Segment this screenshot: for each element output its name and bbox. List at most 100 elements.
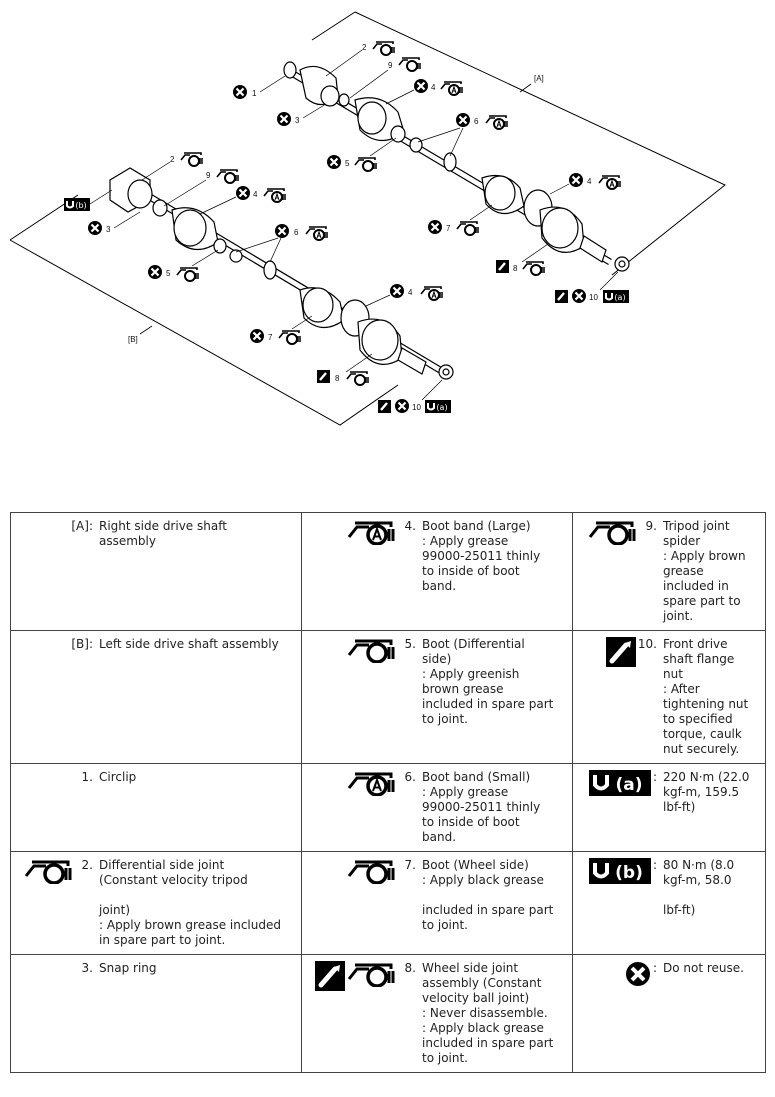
legend-item-description: Snap ring — [99, 961, 157, 975]
callout-b-8: 8 — [335, 374, 340, 383]
legend-item-number: 1. — [81, 770, 93, 784]
caulk-icon — [314, 961, 345, 995]
callout-a-8: 8 — [513, 264, 518, 273]
legend-cell: (a):220 N·m (22.0 kgf-m, 159.5 lbf-ft) — [572, 763, 766, 852]
legend-cell: 9. Tripod joint spider : Apply brown grea… — [572, 512, 766, 631]
legend-symbol: 2. — [15, 858, 93, 888]
callout-a-3: 3 — [295, 116, 300, 125]
legend-symbol: 1. — [15, 770, 93, 785]
legend-cell: 2. Differential side joint (Constant velo… — [10, 851, 302, 955]
legend-cell: 10. Front drive shaft flange nut : After … — [572, 630, 766, 764]
grease-icon — [347, 961, 403, 991]
legend-row: [A]: Right side drive shaft assembly 4.Boo… — [10, 512, 766, 631]
callout-b-7: 7 — [268, 333, 273, 342]
legend-cell: 5. Boot (Differential side) : Apply green… — [301, 630, 573, 764]
torque-a-icon: (a) — [588, 770, 651, 800]
callout-a-7: 7 — [446, 224, 451, 233]
assembly-label-a: [A] — [534, 74, 544, 83]
legend-cell: 7. Boot (Wheel side) : Apply black grease… — [301, 851, 573, 955]
legend-cell: 8. Wheel side joint assembly (Constant ve… — [301, 954, 573, 1073]
legend-item-description: Right side drive shaft assembly — [99, 519, 227, 548]
legend-cell: [B]: Left side drive shaft assembly — [10, 630, 302, 764]
legend-item-number: 9. — [645, 519, 657, 533]
drive-shaft-a — [283, 61, 630, 272]
legend-item-number: 10. — [637, 637, 657, 651]
legend-item-number: 3. — [81, 961, 93, 975]
legend-row: [B]: Left side drive shaft assembly 5. Boot… — [10, 630, 766, 764]
legend-symbol: 4. — [306, 519, 416, 549]
legend-item-description: Boot band (Large) : Apply grease 99000-2… — [422, 519, 541, 593]
grease-icon — [347, 637, 403, 667]
legend-symbol: 8. — [306, 961, 416, 995]
legend-item-description: 80 N·m (8.0 kgf-m, 58.0 lbf-ft) — [663, 858, 735, 917]
callout-b-5: 5 — [166, 269, 171, 278]
legend-item-description: Left side drive shaft assembly — [99, 637, 279, 651]
callout-b-10: 10 — [412, 403, 421, 412]
svg-text:(b): (b) — [615, 863, 643, 883]
do-not-reuse-icon — [625, 961, 651, 991]
caulk-icon — [605, 637, 636, 671]
legend-item-description: Differential side joint (Constant veloci… — [99, 858, 281, 947]
grease-icon — [588, 519, 644, 549]
legend-item-description: Wheel side joint assembly (Constant velo… — [422, 961, 554, 1065]
legend-item-description: Boot (Differential side) : Apply greenis… — [422, 637, 554, 726]
legend-item-number: [A]: — [71, 519, 93, 533]
legend-item-description: 220 N·m (22.0 kgf-m, 159.5 lbf-ft) — [663, 770, 750, 814]
legend-symbol: : — [577, 961, 657, 991]
callout-a-5: 5 — [345, 159, 350, 168]
legend-symbol: 3. — [15, 961, 93, 976]
callout-b-9: 9 — [206, 171, 211, 180]
callouts-assembly-b: 2 9 3 4 5 6 4 7 8 10 — [63, 152, 452, 415]
legend-symbol: 5. — [306, 637, 416, 667]
callout-a-2: 2 — [362, 43, 367, 52]
callout-b-2: 2 — [170, 155, 175, 164]
callout-a-4: 4 — [431, 83, 436, 92]
legend-cell: (b):80 N·m (8.0 kgf-m, 58.0 lbf-ft) — [572, 851, 766, 955]
legend-cell: : Do not reuse. — [572, 954, 766, 1073]
callout-b-3: 3 — [106, 225, 111, 234]
legend-symbol: 9. — [577, 519, 657, 549]
legend-symbol: [B]: — [15, 637, 93, 652]
legend-item-description: Front drive shaft flange nut : After tig… — [663, 637, 749, 756]
legend-row: 1. Circlip 6. Boot band (Small) : Apply gre… — [10, 763, 766, 852]
assembly-label-b: [B] — [128, 335, 138, 344]
legend-item-number: 5. — [404, 637, 416, 651]
legend-symbol: 7. — [306, 858, 416, 888]
legend-symbol: 6. — [306, 770, 416, 800]
legend-item-number: : — [652, 858, 657, 872]
grease-icon — [347, 858, 403, 888]
legend-item-description: Tripod joint spider : Apply brown grease… — [663, 519, 746, 623]
exploded-drive-shaft-diagram: (a) (b) [A] [B] — [9, 11, 726, 426]
legend-item-description: Circlip — [99, 770, 137, 784]
grease-a-icon — [347, 770, 403, 800]
callout-a-10: 10 — [589, 293, 598, 302]
grease-a-icon — [347, 519, 403, 549]
legend-item-number: : — [652, 770, 657, 784]
legend-item-number: 6. — [404, 770, 416, 784]
legend-row: 2. Differential side joint (Constant velo… — [10, 851, 766, 955]
callout-b-4b: 4 — [408, 288, 413, 297]
legend-cell: [A]: Right side drive shaft assembly — [10, 512, 302, 631]
callout-a-9: 9 — [388, 61, 393, 70]
legend-symbol: (b): — [577, 858, 657, 888]
legend-item-number: 7. — [404, 858, 416, 872]
svg-text:(a): (a) — [615, 775, 642, 795]
callouts-assembly-a: 1 2 3 9 4 5 6 4 7 8 — [231, 41, 630, 305]
callout-b-4: 4 — [253, 190, 258, 199]
legend-item-description: Do not reuse. — [663, 961, 744, 975]
legend-row: 3. Snap ring 8. Wheel side joint assembly (… — [10, 954, 766, 1073]
callout-a-4b: 4 — [587, 177, 592, 186]
legend-cell: 3. Snap ring — [10, 954, 302, 1073]
legend-symbol: 10. — [577, 637, 657, 671]
legend-item-number: [B]: — [71, 637, 93, 651]
legend-symbol: (a): — [577, 770, 657, 800]
torque-b-icon: (b) — [588, 858, 651, 888]
legend-item-number: 8. — [404, 961, 416, 975]
callout-a-1: 1 — [252, 89, 257, 98]
callout-b-6: 6 — [294, 228, 299, 237]
legend-cell: 4.Boot band (Large) : Apply grease 99000… — [301, 512, 573, 631]
legend-item-number: 2. — [81, 858, 93, 872]
legend-item-description: Boot band (Small) : Apply grease 99000-2… — [422, 770, 541, 844]
legend-item-description: Boot (Wheel side) : Apply black grease i… — [422, 858, 554, 932]
